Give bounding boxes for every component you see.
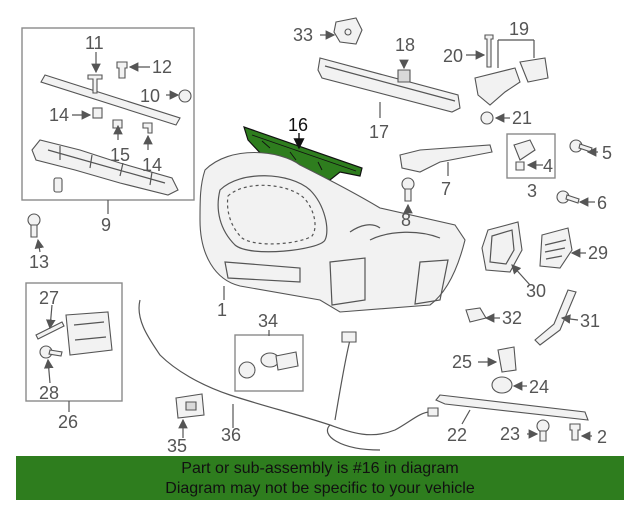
callout-5: 5	[602, 143, 612, 163]
screw-5	[569, 139, 593, 153]
part-31-molding	[534, 289, 577, 346]
callout-23: 23	[500, 424, 520, 444]
part-7-bracket	[399, 144, 493, 173]
callout-8: 8	[401, 210, 411, 230]
part-1-bumper-fascia	[199, 152, 466, 313]
callout-13: 13	[29, 252, 49, 272]
parts-diagram: 1 2 3 4 5 6 7 8 9 10 11 12 13 14 14 15 1…	[21, 17, 612, 456]
callout-25: 25	[452, 352, 472, 372]
part-22-molding	[435, 394, 589, 421]
callout-27: 27	[39, 288, 59, 308]
vehicle-fit-banner: Part or sub-assembly is #16 in diagram D…	[16, 456, 624, 500]
part-30-fog-surround	[481, 221, 523, 273]
callout-14-b: 14	[142, 155, 162, 175]
callout-24: 24	[529, 377, 549, 397]
callout-15: 15	[110, 145, 130, 165]
callout-3: 3	[527, 181, 537, 201]
callout-10: 10	[140, 86, 160, 106]
callout-32: 32	[502, 308, 522, 328]
callout-12: 12	[152, 57, 172, 77]
part-18	[397, 69, 411, 83]
part-21-nut	[480, 111, 494, 125]
callout-21: 21	[512, 108, 532, 128]
callout-18: 18	[395, 35, 415, 55]
banner-line-1: Part or sub-assembly is #16 in diagram	[181, 460, 459, 477]
part-24-cap	[491, 376, 513, 394]
callout-labels: 1 2 3 4 5 6 7 8 9 10 11 12 13 14 14 15 1…	[29, 19, 612, 456]
callout-36: 36	[221, 425, 241, 445]
callout-26: 26	[58, 412, 78, 432]
callout-11: 11	[85, 33, 104, 53]
harness-connector-end	[427, 407, 439, 417]
group-box-9	[21, 27, 195, 201]
callout-4: 4	[543, 156, 553, 176]
banner-line-2: Diagram may not be specific to your vehi…	[165, 480, 475, 497]
callout-29: 29	[588, 243, 608, 263]
callout-31: 31	[580, 311, 600, 331]
part-36-harness	[138, 299, 431, 451]
callout-33: 33	[293, 25, 313, 45]
part-29-insert	[539, 227, 573, 269]
callout-22: 22	[447, 425, 467, 445]
fastener-13	[27, 213, 41, 238]
part-35	[175, 393, 205, 419]
callout-9: 9	[101, 215, 111, 235]
callout-19: 19	[509, 19, 529, 39]
callout-1: 1	[217, 300, 227, 320]
callout-20: 20	[443, 46, 463, 66]
part-17-reinforcement	[317, 57, 461, 113]
part-33	[333, 17, 363, 45]
screw-8	[401, 177, 415, 202]
group-box-34	[234, 334, 304, 392]
leader-lines	[34, 30, 598, 441]
part-32	[465, 307, 487, 323]
part-19-bracket	[474, 34, 549, 106]
group-box-26	[25, 282, 123, 402]
callout-7: 7	[441, 179, 451, 199]
part-25	[497, 346, 517, 373]
screw-6	[556, 190, 580, 204]
callout-2: 2	[597, 427, 607, 447]
callout-14-a: 14	[49, 105, 69, 125]
group-box-3	[506, 133, 556, 179]
screw-23	[536, 419, 550, 442]
callout-34: 34	[258, 311, 278, 331]
callout-16: 16	[288, 115, 308, 135]
callout-17: 17	[369, 122, 389, 142]
callout-6: 6	[597, 193, 607, 213]
callout-28: 28	[39, 383, 59, 403]
callout-30: 30	[526, 281, 546, 301]
clip-2	[569, 423, 581, 441]
callout-35: 35	[167, 436, 187, 456]
harness-connector	[341, 331, 357, 343]
